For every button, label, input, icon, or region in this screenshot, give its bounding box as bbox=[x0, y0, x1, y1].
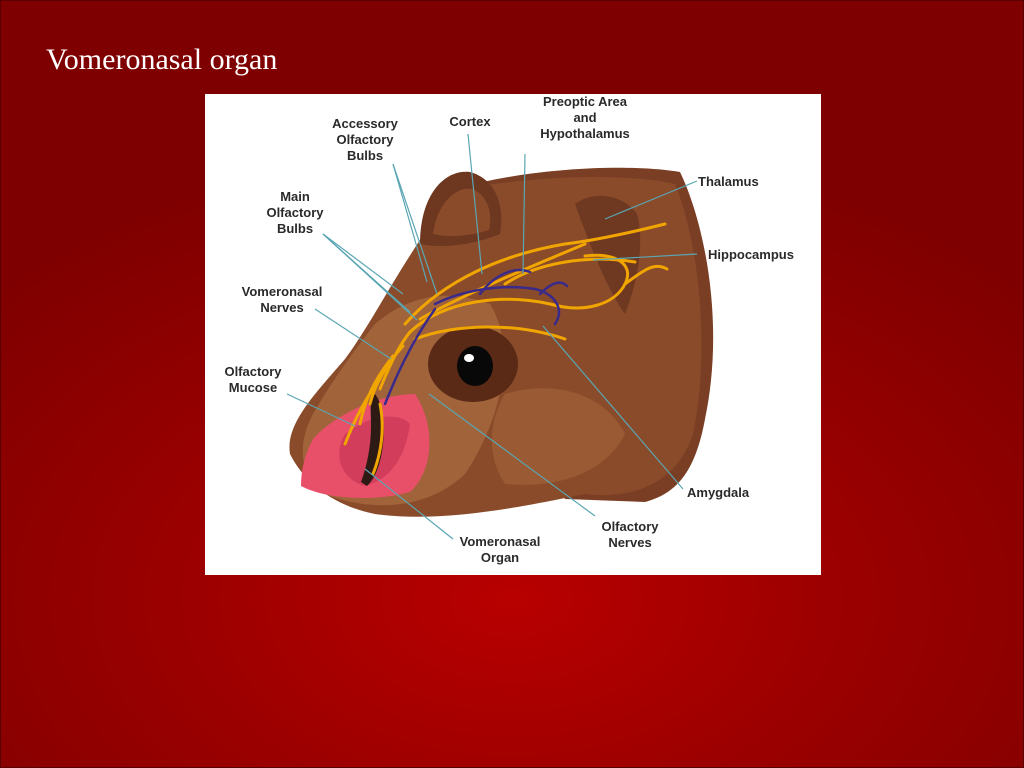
label-accessory-olfactory-bulbs: Accessory Olfactory Bulbs bbox=[332, 116, 398, 163]
eye bbox=[457, 346, 493, 386]
label-olfactory-nerves: Olfactory Nerves bbox=[601, 519, 659, 550]
label-olfactory-mucose: Olfactory Mucose bbox=[224, 364, 282, 395]
rat-head-diagram: Accessory Olfactory Bulbs Cortex Preopti… bbox=[205, 94, 821, 575]
vomeronasal-pathway-lines bbox=[383, 268, 569, 406]
olfactory-pathway-lines bbox=[343, 222, 669, 476]
cheek-shape bbox=[491, 388, 625, 485]
label-vomeronasal-organ: Vomeronasal Organ bbox=[459, 534, 541, 565]
label-preoptic-area: Preoptic Area and Hypothalamus bbox=[540, 94, 630, 141]
label-thalamus: Thalamus bbox=[698, 174, 759, 189]
label-amygdala: Amygdala bbox=[687, 485, 750, 500]
label-cortex: Cortex bbox=[449, 114, 491, 129]
ear-inner bbox=[433, 188, 491, 237]
label-hippocampus: Hippocampus bbox=[708, 247, 794, 262]
label-vomeronasal-nerves: Vomeronasal Nerves bbox=[241, 284, 323, 315]
rat-head-illustration bbox=[286, 133, 714, 540]
eye-glint bbox=[464, 354, 474, 362]
slide-title: Vomeronasal organ bbox=[46, 43, 278, 76]
label-main-olfactory-bulbs: Main Olfactory Bulbs bbox=[266, 189, 324, 236]
pointer-lines bbox=[286, 133, 698, 540]
